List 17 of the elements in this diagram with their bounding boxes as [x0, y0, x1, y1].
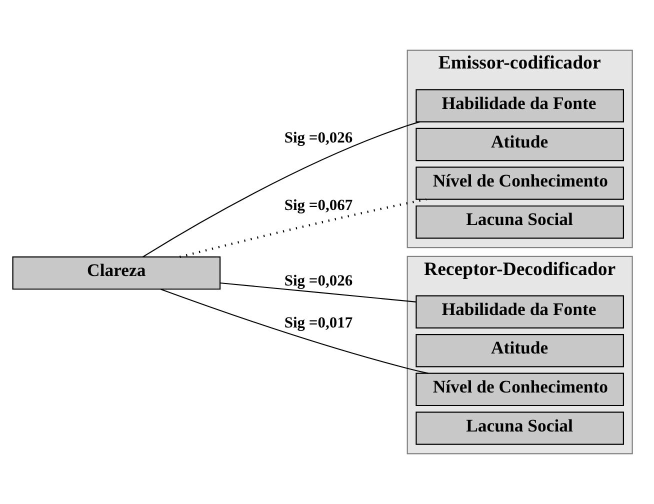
edge-label: Sig =0,017 — [284, 314, 353, 332]
connector — [180, 198, 426, 258]
edge-label: Sig =0,026 — [284, 272, 353, 290]
connector — [142, 121, 420, 258]
node-box: Lacuna Social — [416, 205, 624, 239]
connector — [160, 288, 428, 374]
node-box: Clareza — [12, 256, 221, 290]
connector — [220, 282, 416, 302]
node-box: Atitude — [416, 128, 624, 162]
node-box: Nível de Conhecimento — [416, 166, 624, 200]
node-box: Atitude — [416, 334, 624, 368]
node-box: Habilidade da Fonte — [416, 89, 624, 122]
node-box: Nível de Conhecimento — [416, 372, 624, 406]
edge-label: Sig =0,026 — [284, 130, 353, 147]
node-box: Lacuna Social — [416, 412, 624, 445]
node-box: Habilidade da Fonte — [416, 295, 624, 328]
edge-label: Sig =0,067 — [284, 197, 353, 214]
